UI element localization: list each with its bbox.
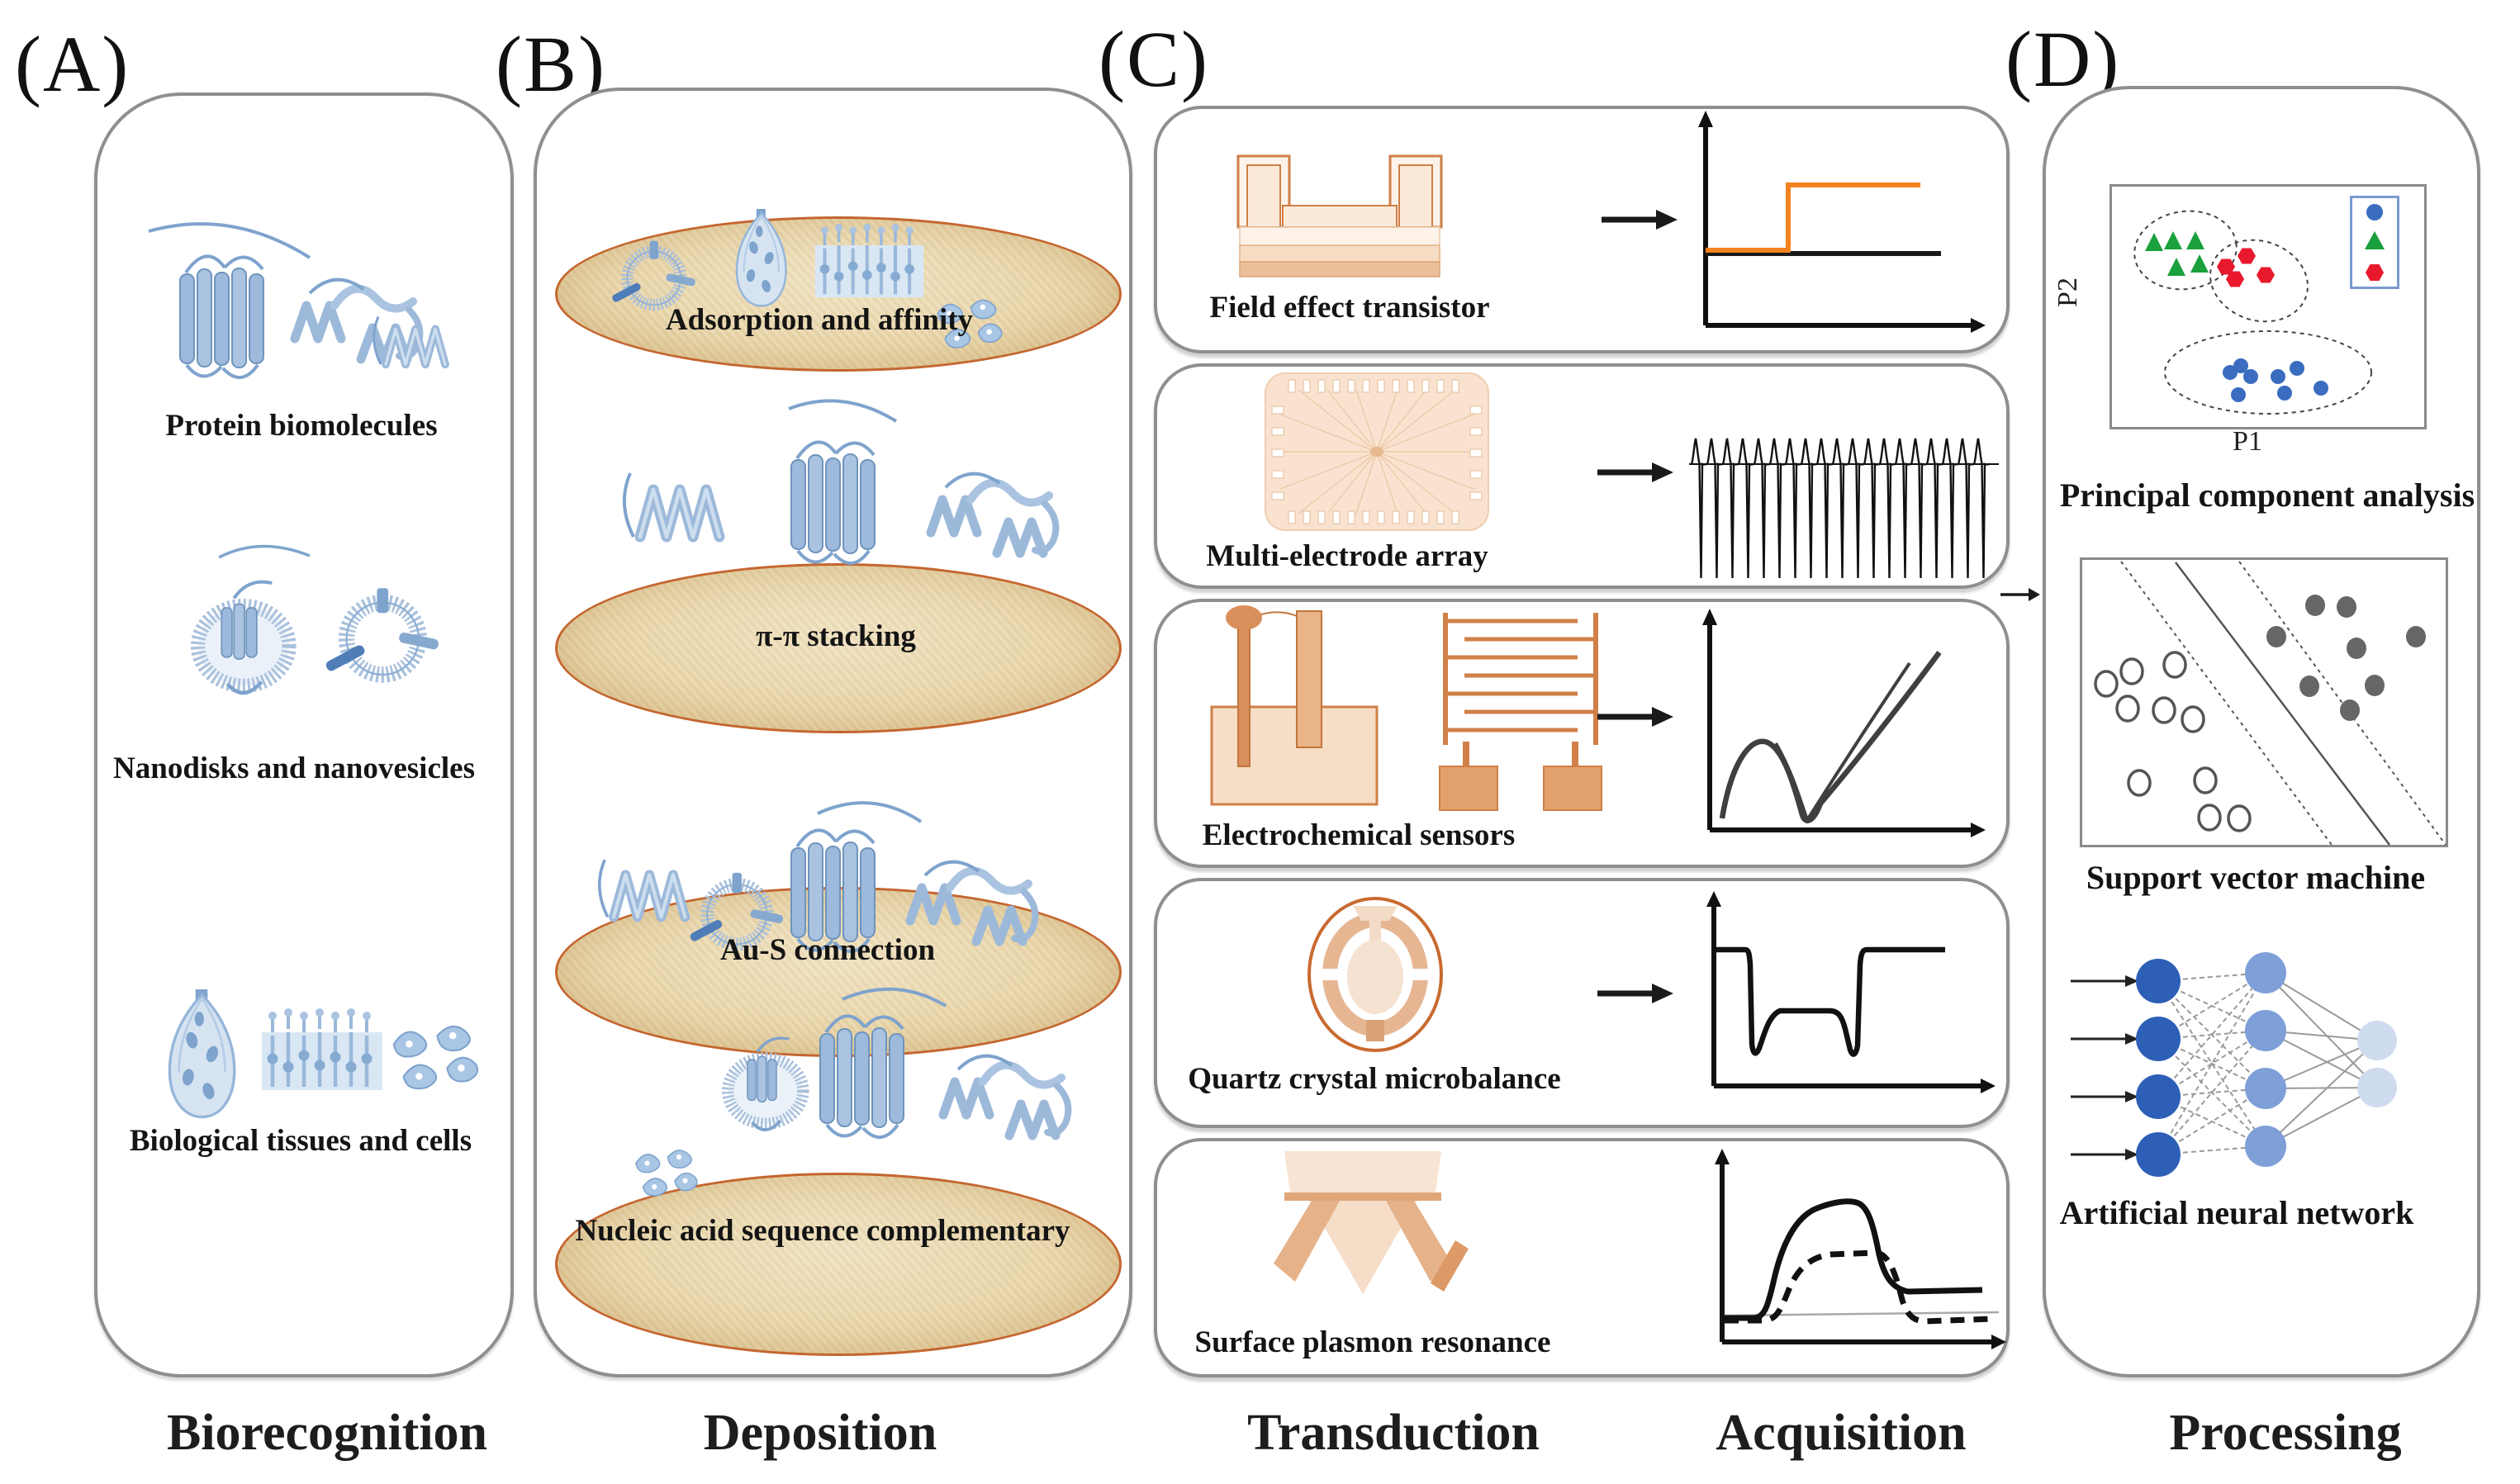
pca-scatter-plot xyxy=(2109,184,2427,429)
voltammogram-graph xyxy=(1702,609,1986,837)
pca-plot-canvas xyxy=(2133,210,2372,415)
svm-plot xyxy=(2080,557,2448,847)
pca-legend-markers xyxy=(2365,204,2385,281)
arrow-icon-to-processing xyxy=(2000,588,2040,601)
electrochemical-sensors-icon xyxy=(1210,605,1602,811)
pca-legend xyxy=(2350,196,2399,289)
pi-pi-stacking-icons xyxy=(578,399,1099,566)
pca-x-axis-label: P1 xyxy=(2233,426,2262,457)
gold-surface-ellipse-pipi xyxy=(555,563,1122,733)
stage-label-acquisition: Acquisition xyxy=(1716,1405,1967,1461)
pca-y-axis-label: P2 xyxy=(2052,277,2083,307)
arrow-icon-qcm xyxy=(1594,979,1677,1008)
biological-tissues-cells-illustration xyxy=(168,988,479,1119)
mea-spike-train-graph xyxy=(1689,437,1999,580)
au-s-connection-icons xyxy=(570,801,1107,954)
gold-surface-ellipse-nucleic xyxy=(555,1173,1122,1356)
panel-c-item-5-caption: Surface plasmon resonance xyxy=(1194,1325,1551,1359)
stage-label-transduction: Transduction xyxy=(1247,1405,1540,1461)
panel-b-item-1-caption: Adsorption and affinity xyxy=(665,303,974,337)
panel-c-item-4-caption: Quartz crystal microbalance xyxy=(1188,1062,1561,1096)
field-effect-transistor-icon xyxy=(1236,154,1443,277)
arrow-icon-electrochemical xyxy=(1594,702,1677,732)
panel-c-letter: (C) xyxy=(1099,15,1209,103)
panel-a-letter: (A) xyxy=(15,20,131,108)
arrow-icon-mea xyxy=(1594,458,1677,487)
surface-plasmon-resonance-icon xyxy=(1274,1151,1469,1294)
panel-d-letter: (D) xyxy=(2005,15,2121,103)
stage-label-biorecognition: Biorecognition xyxy=(166,1405,488,1461)
nucleic-acid-icons xyxy=(635,987,1107,1197)
panel-a-item-1-caption: Protein biomolecules xyxy=(165,409,438,443)
panel-c-item-1-caption: Field effect transistor xyxy=(1209,291,1490,325)
panel-b-item-3-caption: Au-S connection xyxy=(719,933,936,967)
panel-a-item-3-caption: Biological tissues and cells xyxy=(129,1124,472,1158)
panel-b-item-4-caption: Nucleic acid sequence complementary xyxy=(575,1214,1070,1248)
artificial-neural-network-diagram xyxy=(2071,952,2397,1177)
stage-label-processing: Processing xyxy=(2169,1405,2402,1461)
quartz-crystal-microbalance-icon xyxy=(1307,897,1443,1052)
panel-d-item-2-caption: Support vector machine xyxy=(2086,859,2426,896)
multi-electrode-array-icon xyxy=(1265,372,1489,531)
spr-sensorgram-graph xyxy=(1715,1149,2006,1349)
stage-label-deposition: Deposition xyxy=(703,1405,937,1461)
protein-biomolecules-illustration xyxy=(148,222,471,380)
panel-b-item-2-caption: π-π stacking xyxy=(756,619,916,653)
qcm-frequency-shift-graph xyxy=(1706,891,1996,1093)
fet-step-response-graph xyxy=(1698,111,1986,333)
arrow-icon-fet xyxy=(1598,205,1681,235)
nanodisks-nanovesicles-illustration xyxy=(169,544,450,747)
svm-plot-canvas xyxy=(2094,561,2446,846)
panel-a-item-2-caption: Nanodisks and nanovesicles xyxy=(113,751,475,785)
panel-c-item-3-caption: Electrochemical sensors xyxy=(1202,818,1516,852)
panel-d-item-1-caption: Principal component analysis xyxy=(2059,476,2475,514)
panel-c-item-2-caption: Multi-electrode array xyxy=(1206,539,1488,573)
panel-d-item-3-caption: Artificial neural network xyxy=(2059,1194,2414,1231)
